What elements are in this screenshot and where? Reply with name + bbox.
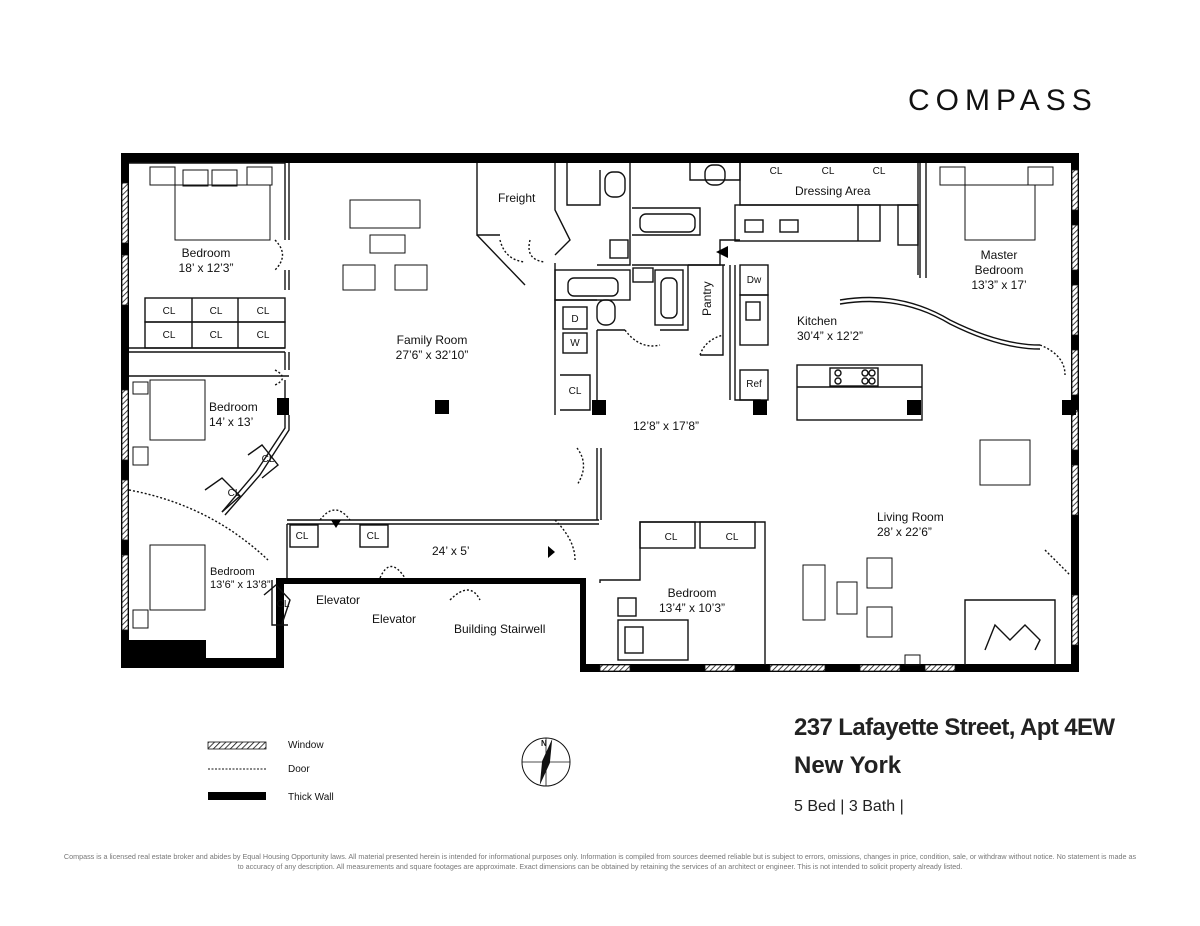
legend-thick-wall: Thick Wall [288, 792, 334, 803]
closet-label: CL [256, 306, 270, 317]
closet-label: CL [568, 386, 582, 397]
master-bedroom-name-1: Master [980, 248, 1018, 262]
dryer-label: D [571, 314, 579, 325]
family-room-name: Family Room [396, 333, 468, 347]
bedroom-s-name: Bedroom [667, 586, 717, 600]
closet-label: CL [209, 306, 223, 317]
bedroom-s-dims: 13’4” x 10’3” [658, 601, 726, 615]
closet-label: CL [821, 166, 835, 177]
closet-label: CL [872, 166, 886, 177]
bedroom-sw-dims: 13’6” x 13’8” [210, 579, 271, 591]
legend-window: Window [288, 740, 324, 751]
pantry-label: Pantry [700, 281, 714, 316]
dressing-area-label: Dressing Area [795, 184, 871, 198]
elevator-label-1: Elevator [316, 593, 361, 607]
listing-city: New York [794, 752, 902, 779]
dishwasher-label: Dw [746, 275, 762, 286]
compass-rose [521, 737, 571, 787]
closet-label: CL [209, 330, 223, 341]
bedroom-w-dims: 14’ x 13’ [209, 415, 254, 429]
closet-label: CL [162, 306, 176, 317]
hall-dims: 24’ x 5’ [432, 544, 470, 558]
living-room-dims: 28’ x 22’6” [877, 525, 932, 539]
freight-label: Freight [498, 191, 536, 205]
compass-north-label: N [541, 739, 547, 748]
family-room-dims: 27’6” x 32’10” [395, 348, 469, 362]
stairwell-label: Building Stairwell [454, 622, 546, 636]
closet-label: CL [256, 330, 270, 341]
closet-label: CL [725, 532, 739, 543]
closet-label: CL [295, 531, 309, 542]
compass-logo: COMPASS [908, 84, 1098, 117]
living-room-name: Living Room [877, 510, 944, 524]
bedroom-sw-name: Bedroom [210, 566, 255, 578]
master-bedroom-name-2: Bedroom [974, 263, 1024, 277]
closet-label: CL [261, 454, 275, 465]
interior-walls [128, 162, 1071, 665]
refrigerator-label: Ref [746, 379, 762, 390]
listing-address: 237 Lafayette Street, Apt 4EW [794, 714, 1115, 741]
legal-disclaimer: Compass is a licensed real estate broker… [63, 852, 1137, 871]
washer-label: W [570, 338, 580, 349]
closet-label: CL [366, 531, 380, 542]
listing-summary: 5 Bed | 3 Bath | [794, 798, 904, 815]
master-bedroom-dims: 13’3” x 17’ [971, 278, 1027, 292]
closet-label: CL [276, 599, 290, 610]
columns [277, 398, 1076, 415]
kitchen-dims: 30’4” x 12’2” [797, 329, 864, 343]
closet-label: CL [227, 488, 241, 499]
bedroom-nw-dims: 18’ x 12’3” [178, 261, 234, 275]
bedroom-nw-name: Bedroom [181, 246, 231, 260]
kitchen-name: Kitchen [797, 314, 838, 328]
legend-symbols [207, 741, 267, 800]
closet-label: CL [664, 532, 678, 543]
windows [121, 169, 1079, 672]
center-space-dims: 12’8” x 17’8” [633, 419, 700, 433]
closet-label: CL [769, 166, 783, 177]
closet-label: CL [162, 330, 176, 341]
legend-door: Door [288, 764, 310, 775]
arrows [331, 246, 728, 558]
furniture [132, 166, 1054, 666]
elevator-label-2: Elevator [372, 612, 417, 626]
bedroom-w-name: Bedroom [209, 400, 258, 414]
